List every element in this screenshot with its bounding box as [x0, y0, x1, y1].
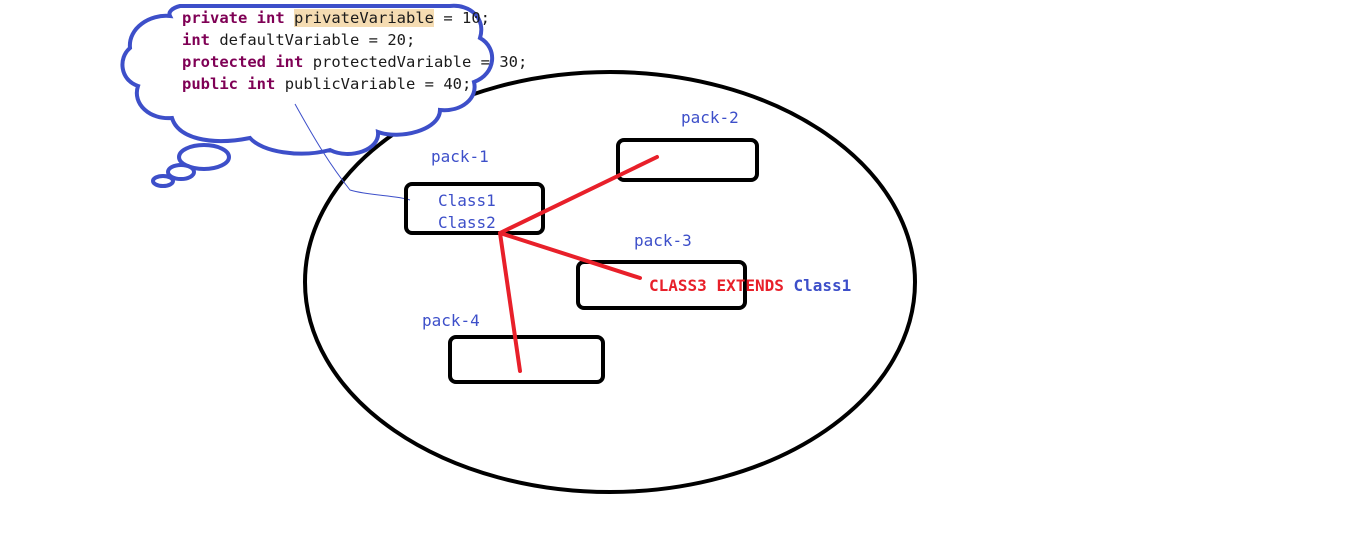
pack-1-label: pack-1	[431, 147, 489, 166]
variable-name: defaultVariable	[219, 31, 360, 49]
modifier-keyword: protected	[182, 53, 266, 71]
pack-4-label: pack-4	[422, 311, 480, 330]
code-line-public: public int publicVariable = 40;	[182, 75, 471, 93]
line-to-pack-2	[498, 155, 659, 235]
pack-1-box	[404, 182, 545, 235]
extends-keyword: EXTENDS	[716, 276, 784, 295]
type-keyword: int	[256, 9, 285, 27]
superclass-name: Class1	[793, 276, 852, 295]
pack-3-box	[576, 260, 747, 310]
thought-cloud	[120, 3, 495, 156]
modifier-keyword: private	[182, 9, 248, 27]
variable-name-highlighted: privateVariable	[294, 9, 434, 27]
type-keyword: int	[275, 53, 304, 71]
assignment: = 10;	[434, 9, 490, 27]
assignment: = 40;	[415, 75, 472, 93]
extends-annotation: CLASS3 EXTENDS Class1	[649, 276, 851, 295]
environment-ellipse	[303, 70, 917, 494]
code-line-private: private int privateVariable = 10;	[182, 9, 490, 27]
thought-bubble-large	[177, 143, 231, 171]
pack-3-label: pack-3	[634, 231, 692, 250]
pack-2-box	[616, 138, 759, 182]
line-to-pack-3	[498, 231, 642, 280]
pack-2-label: pack-2	[681, 108, 739, 127]
assignment: = 30;	[471, 53, 528, 71]
modifier-keyword: public	[182, 75, 238, 93]
code-line-default: int defaultVariable = 20;	[182, 31, 415, 49]
pointer-line	[294, 103, 411, 201]
variable-name: publicVariable	[284, 75, 416, 93]
assignment: = 20;	[359, 31, 416, 49]
variable-name: protectedVariable	[312, 53, 472, 71]
class1-label: Class1	[438, 191, 496, 210]
thought-bubble-medium	[166, 163, 196, 181]
subclass-name: CLASS3	[649, 276, 707, 295]
pack-4-box	[448, 335, 605, 384]
type-keyword: int	[182, 31, 210, 49]
type-keyword: int	[247, 75, 276, 93]
line-to-pack-4	[498, 231, 522, 373]
code-line-protected: protected int protectedVariable = 30;	[182, 53, 527, 71]
thought-bubble-small	[151, 174, 175, 188]
thought-bubbles	[151, 143, 231, 188]
class2-label: Class2	[438, 213, 496, 232]
relation-lines	[498, 155, 659, 373]
